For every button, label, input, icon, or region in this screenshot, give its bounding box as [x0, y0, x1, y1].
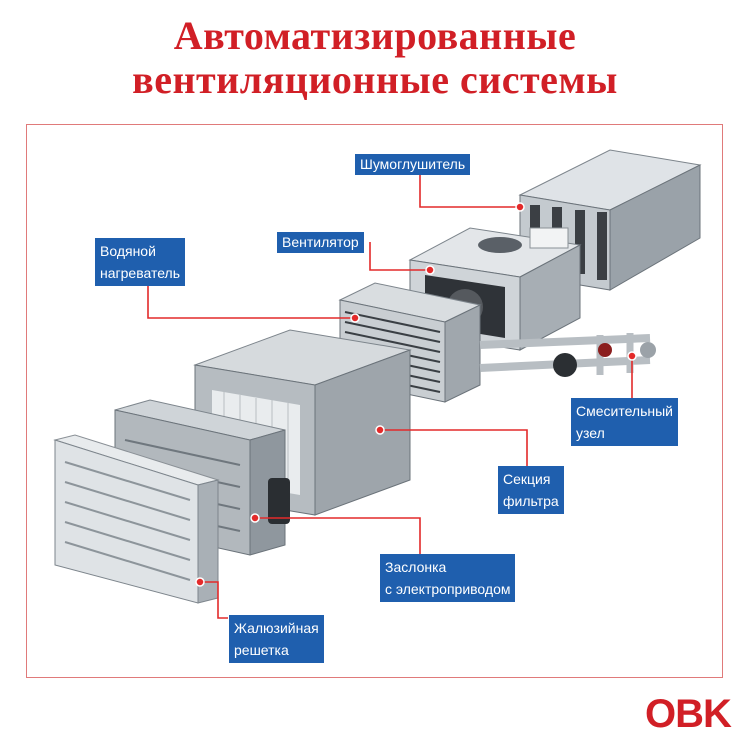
- label-filter-section: Секция фильтра: [498, 466, 564, 514]
- leader-damper: [255, 517, 421, 555]
- label-louver-grille: Жалюзийная решетка: [229, 615, 324, 663]
- leader-water-heater: [147, 280, 355, 319]
- mixing-unit: [479, 333, 656, 377]
- leader-silencer: [406, 171, 520, 208]
- page-title: Автоматизированные вентиляционные систем…: [0, 14, 750, 102]
- title-line-2: вентиляционные системы: [132, 57, 618, 102]
- diagram-frame: [26, 124, 723, 678]
- leader-louver: [200, 581, 228, 619]
- label-water-heater: Водяной нагреватель: [95, 238, 185, 286]
- leader-dots: [195, 202, 637, 587]
- leader-fan: [369, 242, 430, 271]
- label-silencer: Шумоглушитель: [355, 154, 471, 175]
- label-damper: Заслонка с электроприводом: [380, 554, 516, 602]
- label-fan: Вентилятор: [277, 232, 364, 253]
- label-mixing-unit: Смесительный узел: [571, 398, 678, 446]
- louver-grille-unit: [53, 434, 220, 604]
- leader-lines: [147, 171, 633, 619]
- title-line-1: Автоматизированные: [173, 13, 577, 58]
- leader-filter: [380, 429, 528, 470]
- obk-logo: OBK: [645, 692, 732, 736]
